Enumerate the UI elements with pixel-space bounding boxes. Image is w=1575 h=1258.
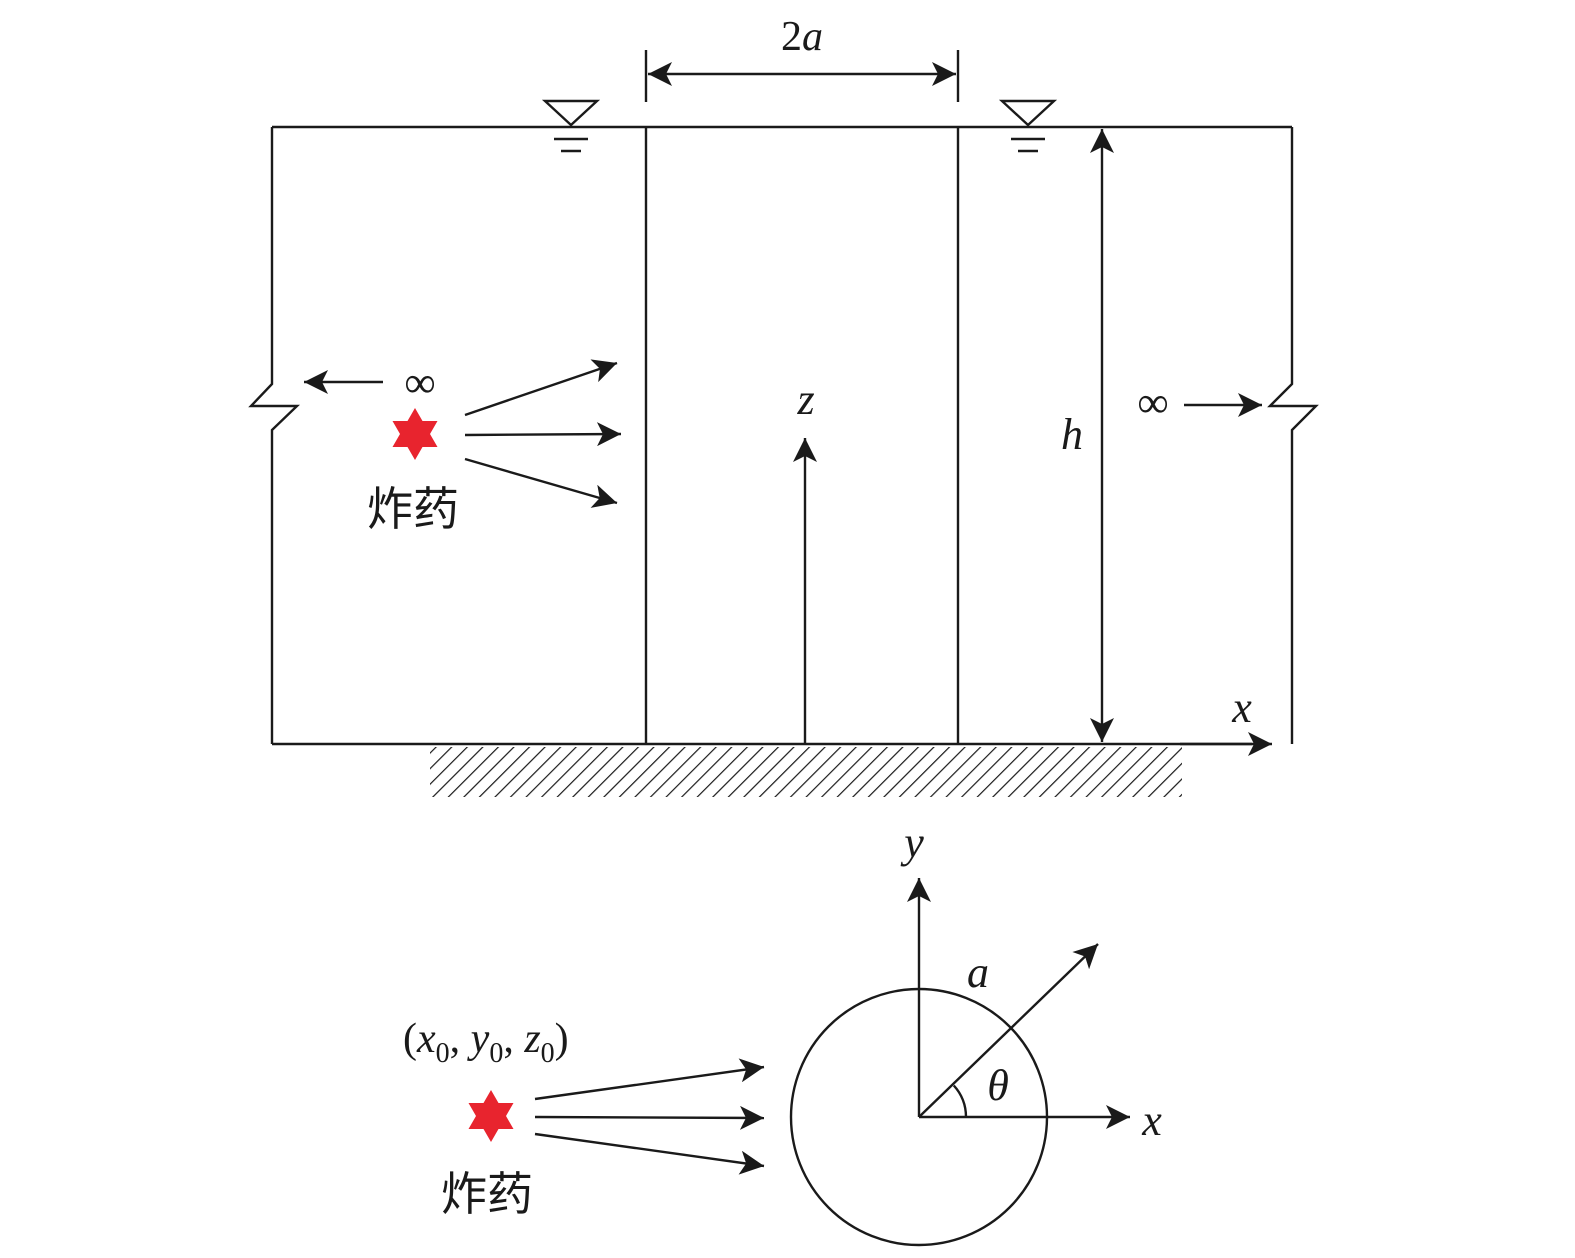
right-boundary-break <box>1267 127 1319 744</box>
x-axis-label-front: x <box>1231 683 1252 732</box>
top-view <box>534 878 1130 1247</box>
infinity-right-label: ∞ <box>1137 378 1168 427</box>
blast-arrow-middle <box>464 422 622 447</box>
top-blast-arrow-upper <box>534 1058 765 1101</box>
x-axis-label-top: x <box>1141 1096 1162 1145</box>
charge-label-top: 炸药 <box>441 1167 533 1221</box>
top-blast-arrow-lower <box>534 1132 765 1175</box>
water-level-symbol-right <box>998 99 1058 153</box>
angle-arc <box>952 1084 968 1118</box>
charge-label-front: 炸药 <box>367 482 459 536</box>
angle-label: θ <box>987 1061 1009 1110</box>
height-label: h <box>1061 410 1083 459</box>
y-axis-label: y <box>900 818 924 867</box>
top-blast-arrow-middle <box>534 1105 765 1130</box>
radius-arrow <box>918 943 1099 1118</box>
left-boundary-break <box>248 127 300 744</box>
width-label: 2a <box>781 14 823 60</box>
explosive-star-icon <box>392 408 438 460</box>
radius-label: a <box>967 948 989 997</box>
front-view <box>248 50 1319 756</box>
blast-arrow-upper <box>464 359 618 417</box>
water-level-symbol-left <box>541 99 601 153</box>
z-axis-label: z <box>796 375 814 424</box>
explosive-star-icon-top <box>468 1090 514 1142</box>
infinity-left-label: ∞ <box>404 358 435 407</box>
charge-position-label: (x0, y0, z0) <box>403 1016 569 1069</box>
blast-arrow-lower <box>464 457 618 508</box>
seabed-hatching <box>430 747 1182 797</box>
